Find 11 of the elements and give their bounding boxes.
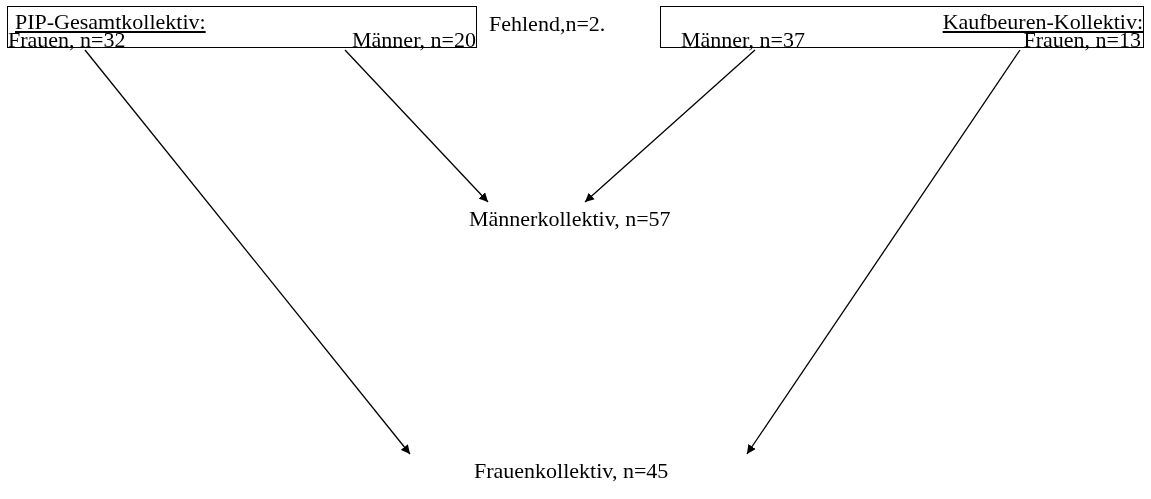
arrow [84, 49, 411, 455]
arrow [746, 49, 1021, 455]
note-text: Fehlend,n=2. [489, 13, 606, 35]
arrow [584, 49, 756, 203]
count-text: Männer, n=37 [681, 27, 816, 49]
count-text: Männerkollektiv, n=57 [469, 206, 684, 230]
count-text: Frauenkollektiv, n=45 [474, 458, 684, 482]
group-heading: Kaufbeuren-Kollektiv: [942, 11, 1143, 33]
group-heading: PIP-Gesamtkollektiv: [15, 11, 206, 33]
arrow [344, 49, 489, 203]
count-text: Männer, n=20 [296, 27, 476, 49]
